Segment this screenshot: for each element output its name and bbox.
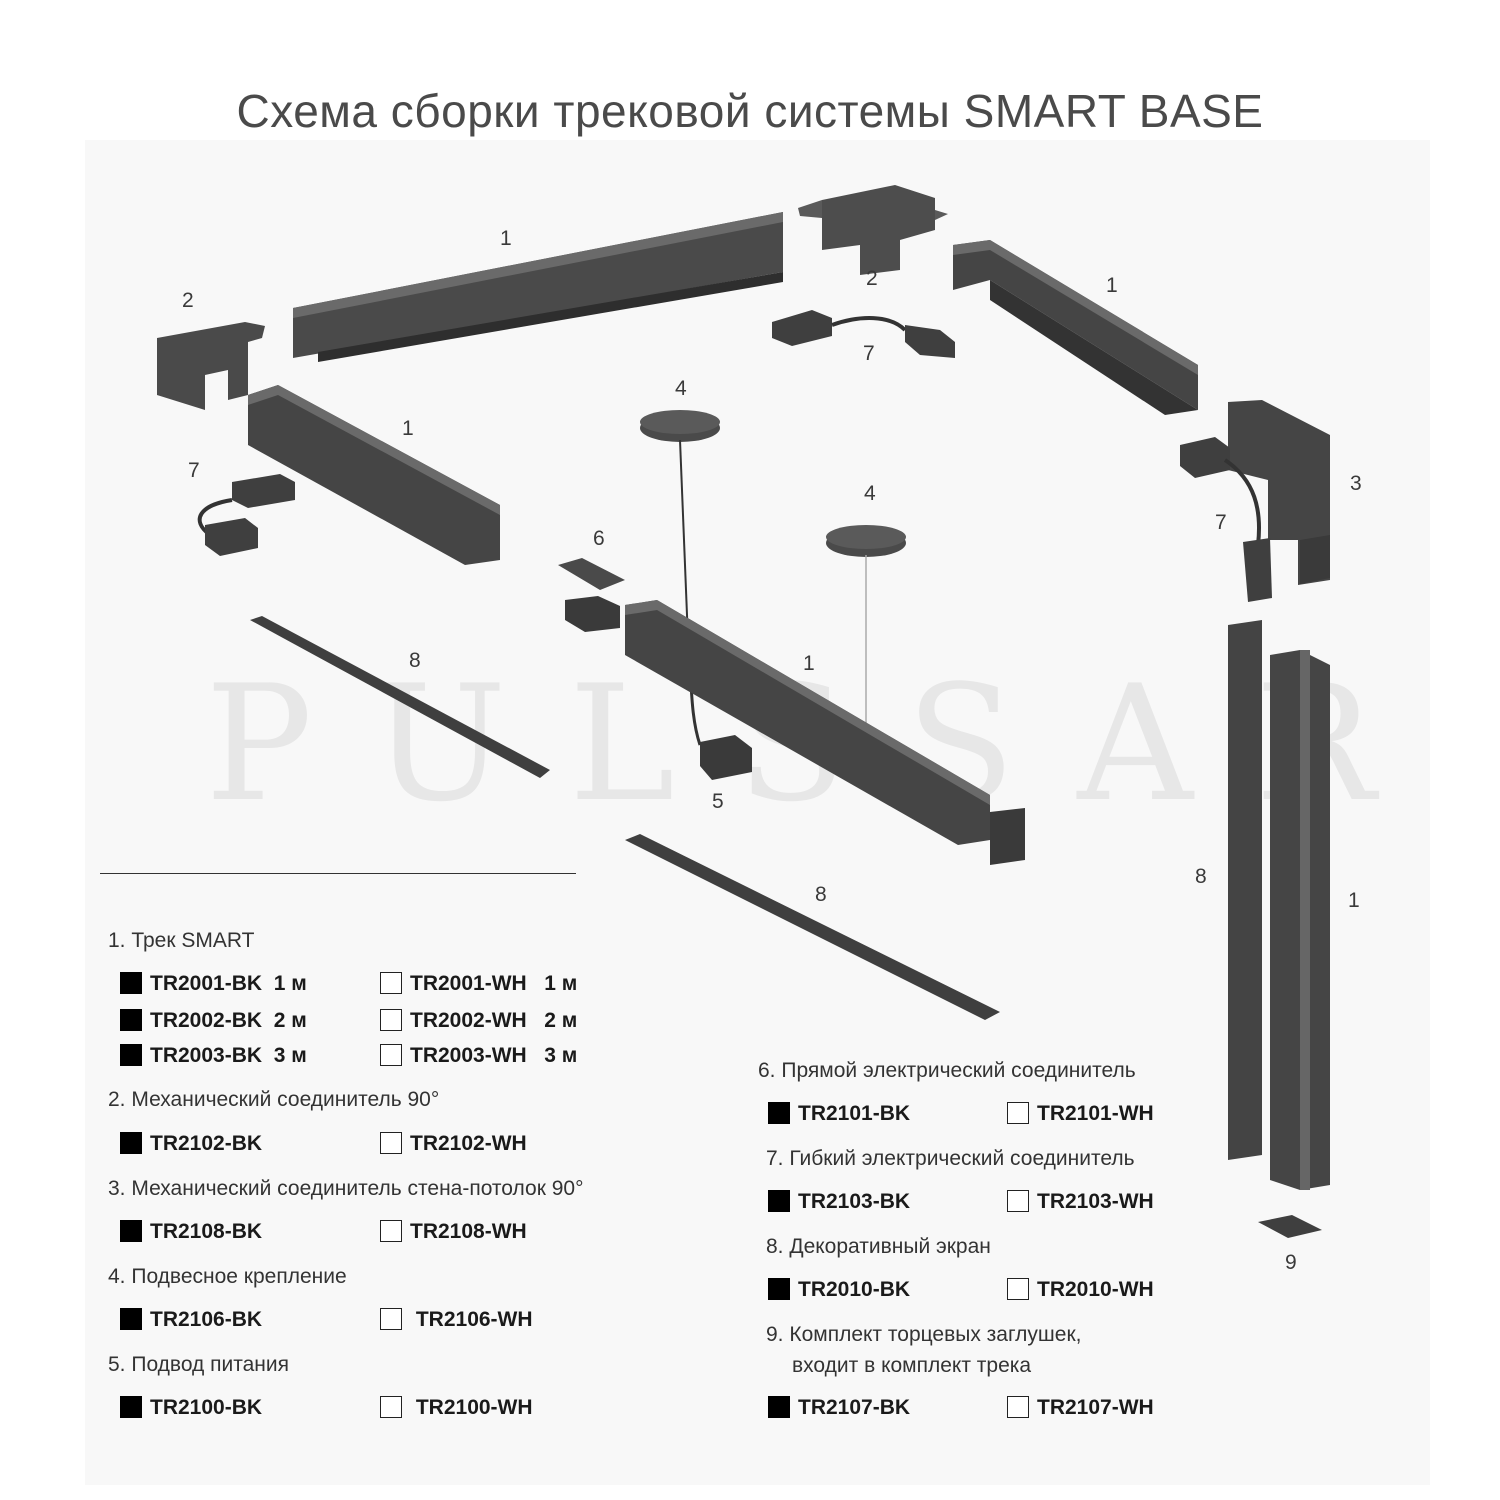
legend-title: 8. Декоративный экран [766, 1235, 991, 1258]
callout-label: 6 [593, 527, 605, 550]
swatch-black [768, 1190, 790, 1212]
callout-label: 5 [712, 790, 724, 813]
callout-label: 3 [1350, 472, 1362, 495]
swatch-black [120, 1396, 142, 1418]
flex-connector-right [1180, 437, 1272, 602]
sku-white: TR2002-WH 2 м [380, 1009, 577, 1033]
track-top [293, 212, 783, 362]
sku-white: TR2010-WH [1007, 1278, 1154, 1302]
end-cap [1258, 1215, 1322, 1238]
legend-title: 5. Подвод питания [108, 1353, 290, 1376]
swatch-white [380, 1009, 402, 1031]
swatch-black [768, 1278, 790, 1300]
flex-connector-left [197, 474, 295, 556]
sku-white: TR2101-WH [1007, 1102, 1154, 1126]
connector-90-top [798, 185, 948, 275]
decorative-screen-bottom [625, 834, 1000, 1020]
swatch-white [380, 1044, 402, 1066]
straight-connector [558, 558, 625, 632]
track-left [248, 385, 500, 565]
sku-black: TR2010-BK [768, 1278, 910, 1302]
legend-title: 7. Гибкий электрический соединитель [766, 1147, 1135, 1170]
callout-label: 9 [1285, 1251, 1297, 1274]
callout-label: 2 [182, 289, 194, 312]
sku-white: TR2107-WH [1007, 1396, 1154, 1420]
sku-white: TR2100-WH [380, 1396, 533, 1420]
track-center [625, 600, 1025, 865]
sku-black: TR2101-BK [768, 1102, 910, 1126]
callout-label: 7 [863, 342, 875, 365]
sku-white: TR2106-WH [380, 1308, 533, 1332]
swatch-white [380, 1132, 402, 1154]
track-top-right [953, 240, 1198, 415]
legend-title: 4. Подвесное крепление [108, 1265, 347, 1288]
callout-label: 4 [675, 377, 687, 400]
sku-black: TR2103-BK [768, 1190, 910, 1214]
suspension-mount-right [826, 525, 906, 770]
swatch-black [120, 1220, 142, 1242]
swatch-white [1007, 1396, 1029, 1418]
connector-90-left [157, 322, 265, 410]
sku-white: TR2108-WH [380, 1220, 527, 1244]
callout-label: 8 [1195, 865, 1207, 888]
sku-white: TR2102-WH [380, 1132, 527, 1156]
diagram-panel [85, 140, 1430, 1485]
sku-white: TR2001-WH 1 м [380, 972, 577, 996]
swatch-black [120, 1044, 142, 1066]
callout-label: 1 [1106, 274, 1118, 297]
swatch-black [768, 1396, 790, 1418]
decorative-screen-vertical [1228, 620, 1262, 1160]
sku-black: TR2107-BK [768, 1396, 910, 1420]
swatch-black [768, 1102, 790, 1124]
swatch-black [120, 1308, 142, 1330]
swatch-white [380, 1396, 402, 1418]
callout-label: 1 [500, 227, 512, 250]
swatch-black [120, 1009, 142, 1031]
page-title: Схема сборки трековой системы SMART BASE [236, 85, 1264, 137]
legend-title: 2. Механический соединитель 90° [108, 1088, 440, 1111]
sku-black: TR2003-BK 3 м [120, 1044, 307, 1068]
swatch-white [1007, 1278, 1029, 1300]
swatch-white [1007, 1102, 1029, 1124]
sku-black: TR2002-BK 2 м [120, 1009, 307, 1033]
flex-connector-top [772, 310, 955, 358]
swatch-white [1007, 1190, 1029, 1212]
callout-label: 2 [866, 267, 878, 290]
sku-white: TR2003-WH 3 м [380, 1044, 577, 1068]
track-vertical [1270, 650, 1330, 1190]
legend-title-continuation: входит в комплект трека [792, 1354, 1032, 1377]
sku-white: TR2103-WH [1007, 1190, 1154, 1214]
sku-black: TR2108-BK [120, 1220, 262, 1244]
callout-label: 8 [815, 883, 827, 906]
decorative-screen-left [250, 616, 550, 778]
sku-black: TR2102-BK [120, 1132, 262, 1156]
divider [100, 873, 576, 874]
swatch-black [120, 972, 142, 994]
swatch-white [380, 1220, 402, 1242]
legend-title: 1. Трек SMART [108, 929, 255, 952]
legend-title: 6. Прямой электрический соединитель [758, 1059, 1136, 1082]
callout-label: 7 [188, 459, 200, 482]
callout-label: 1 [803, 652, 815, 675]
sku-black: TR2106-BK [120, 1308, 262, 1332]
callout-label: 4 [864, 482, 876, 505]
legend-title: 9. Комплект торцевых заглушек, [766, 1323, 1082, 1346]
legend-title: 3. Механический соединитель стена-потоло… [108, 1177, 584, 1200]
swatch-black [120, 1132, 142, 1154]
callout-label: 8 [409, 649, 421, 672]
sku-black: TR2001-BK 1 м [120, 972, 307, 996]
suspension-mount-left [640, 410, 752, 780]
callout-label: 1 [402, 417, 414, 440]
sku-black: TR2100-BK [120, 1396, 262, 1420]
swatch-white [380, 1308, 402, 1330]
callout-label: 7 [1215, 511, 1227, 534]
swatch-white [380, 972, 402, 994]
callout-label: 1 [1348, 889, 1360, 912]
wall-ceiling-connector [1228, 400, 1330, 585]
